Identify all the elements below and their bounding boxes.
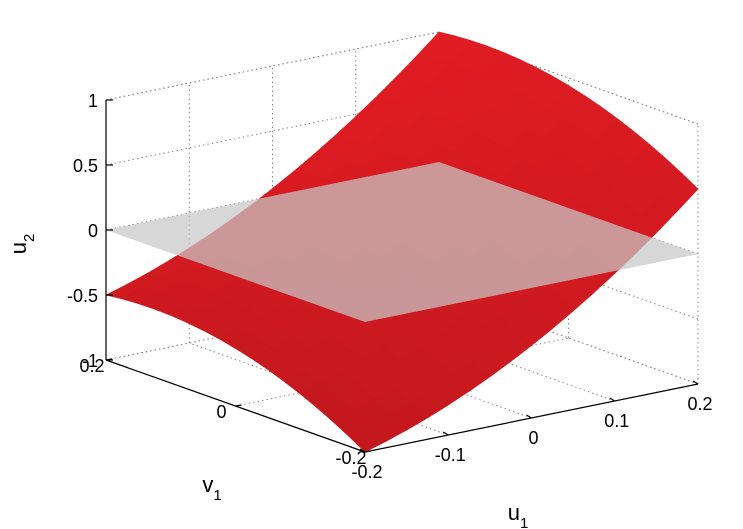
grid-line: [272, 325, 532, 419]
z-tick-label: 1: [88, 91, 98, 111]
x-tick-mark: [359, 448, 366, 453]
z-tick-label: 0: [88, 221, 98, 241]
surfaces: [105, 31, 699, 453]
x-tick-mark: [609, 397, 616, 402]
z-tick-label: -1: [82, 351, 98, 371]
x-tick-label: 0: [528, 428, 538, 448]
x-tick-label: 0.2: [687, 394, 712, 414]
grid-line: [355, 308, 615, 402]
y-tick-mark: [364, 450, 372, 453]
y-tick-mark: [235, 404, 242, 407]
front-box-edges: [105, 99, 699, 453]
y-tick-label: 0: [216, 402, 226, 422]
x-axis-label: u1: [508, 500, 529, 529]
x-tick-mark: [526, 414, 532, 419]
x-tick-mark: [442, 431, 449, 436]
box-edge: [438, 31, 699, 125]
x-tick-mark: [692, 380, 699, 385]
y-axis-label: v1: [202, 472, 221, 504]
x-tick-label: -0.2: [351, 462, 382, 482]
axis-labels: u1 v1 u2: [6, 234, 528, 529]
z-tick-label: 0.5: [73, 156, 98, 176]
tick-labels: -0.2-0.100.10.2-0.200.2-1-0.500.51: [67, 91, 713, 482]
x-tick-label: 0.1: [604, 411, 629, 431]
grid-line: [438, 226, 699, 320]
z-axis-label: u2: [6, 234, 38, 255]
plane-z0: [106, 162, 698, 322]
y-tick-label: 0.2: [79, 356, 104, 376]
surface-patch: [348, 425, 387, 453]
x-tick-label: -0.1: [435, 445, 466, 465]
grid-line: [438, 291, 699, 385]
z-tick-label: -0.5: [67, 286, 98, 306]
y-tick-label: -0.2: [335, 448, 366, 468]
